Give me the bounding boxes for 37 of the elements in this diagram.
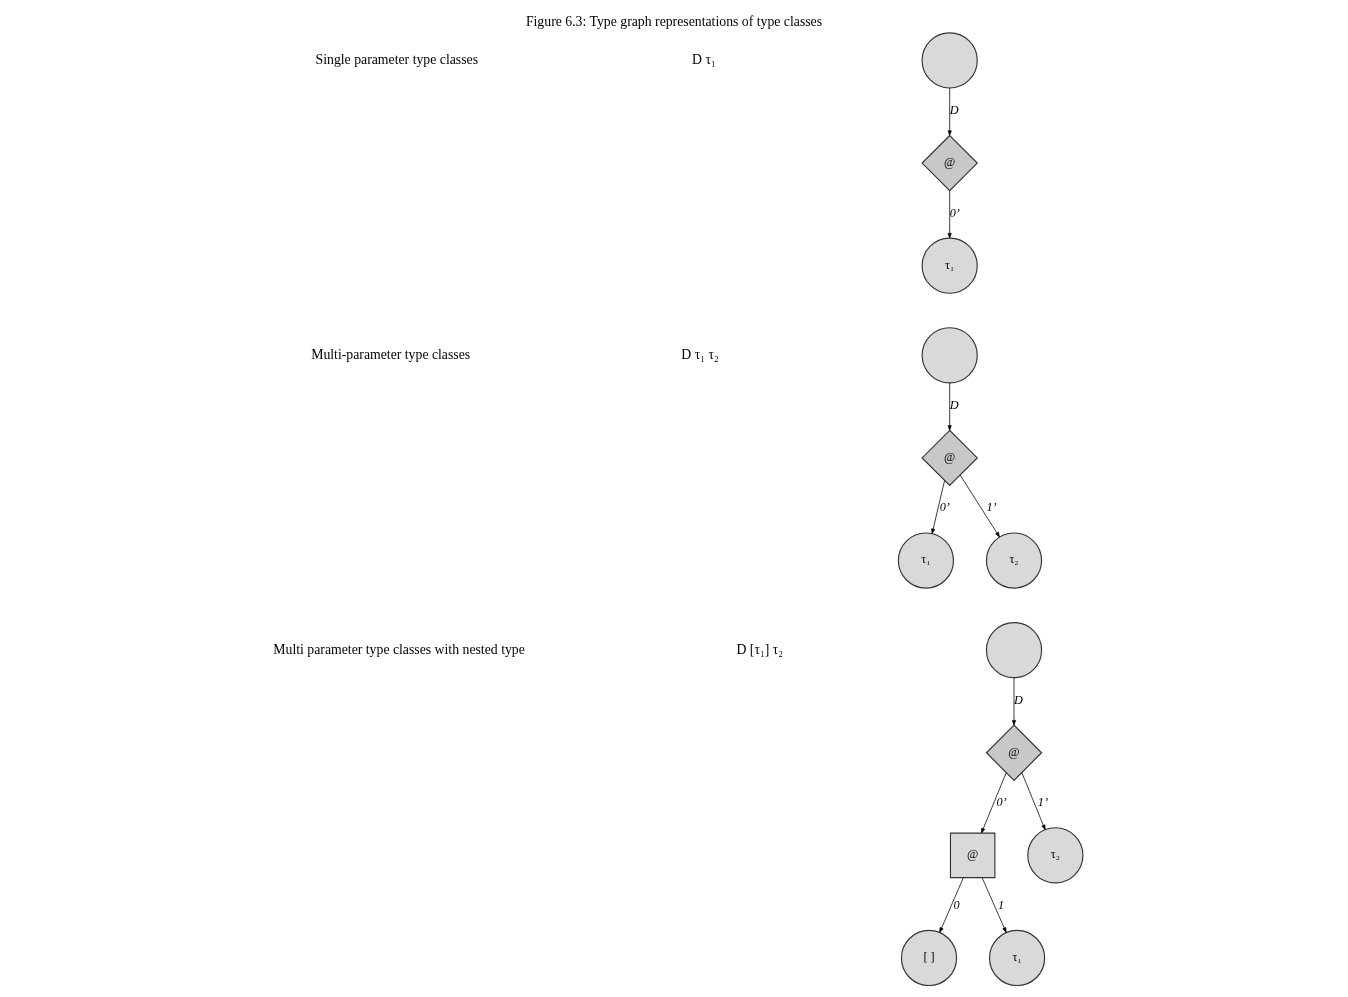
arrow	[1012, 677, 1016, 726]
arrow	[931, 480, 945, 534]
label: D τ₁ τ₂	[681, 346, 719, 362]
diagram-title: Figure 6.3: Type graph representations of type classes	[525, 13, 823, 29]
node-circle: τ₁	[897, 532, 955, 589]
edge-label: D	[1014, 692, 1023, 707]
node-box: @	[949, 832, 996, 879]
node-diamond: @	[921, 134, 979, 192]
node-diamond: @	[985, 724, 1043, 782]
node-circle: τ₁	[921, 237, 978, 294]
label: Single parameter type classes	[315, 51, 479, 67]
edge-label: 0’	[996, 795, 1007, 810]
edge-label: D	[949, 397, 959, 412]
edge-label: 1’	[1037, 795, 1048, 810]
edge-label: 0’	[949, 205, 960, 220]
arrow	[947, 87, 952, 136]
edge-label: 1	[997, 897, 1005, 912]
label: D τ₁	[692, 51, 716, 67]
arrow	[981, 772, 1007, 834]
arrow	[981, 877, 1007, 933]
label: Multi-parameter type classes	[311, 346, 471, 362]
edge-label: D	[949, 102, 959, 117]
edge-label: 1’	[986, 500, 997, 515]
edge-label: 0’	[939, 500, 950, 515]
edge-label: 0	[953, 897, 960, 912]
arrow	[939, 877, 964, 933]
node-diamond: @	[921, 429, 979, 487]
node-circle: τ₂	[1027, 827, 1084, 884]
arrow	[947, 190, 952, 239]
arrow	[959, 474, 1000, 538]
node-circle	[985, 622, 1043, 679]
label: Multi parameter type classes with nested type	[273, 641, 525, 657]
node-circle	[921, 32, 978, 89]
label: D [τ₁] τ₂	[736, 641, 784, 657]
arrow	[1021, 772, 1046, 831]
node-circle	[921, 327, 978, 384]
arrow	[947, 382, 952, 431]
